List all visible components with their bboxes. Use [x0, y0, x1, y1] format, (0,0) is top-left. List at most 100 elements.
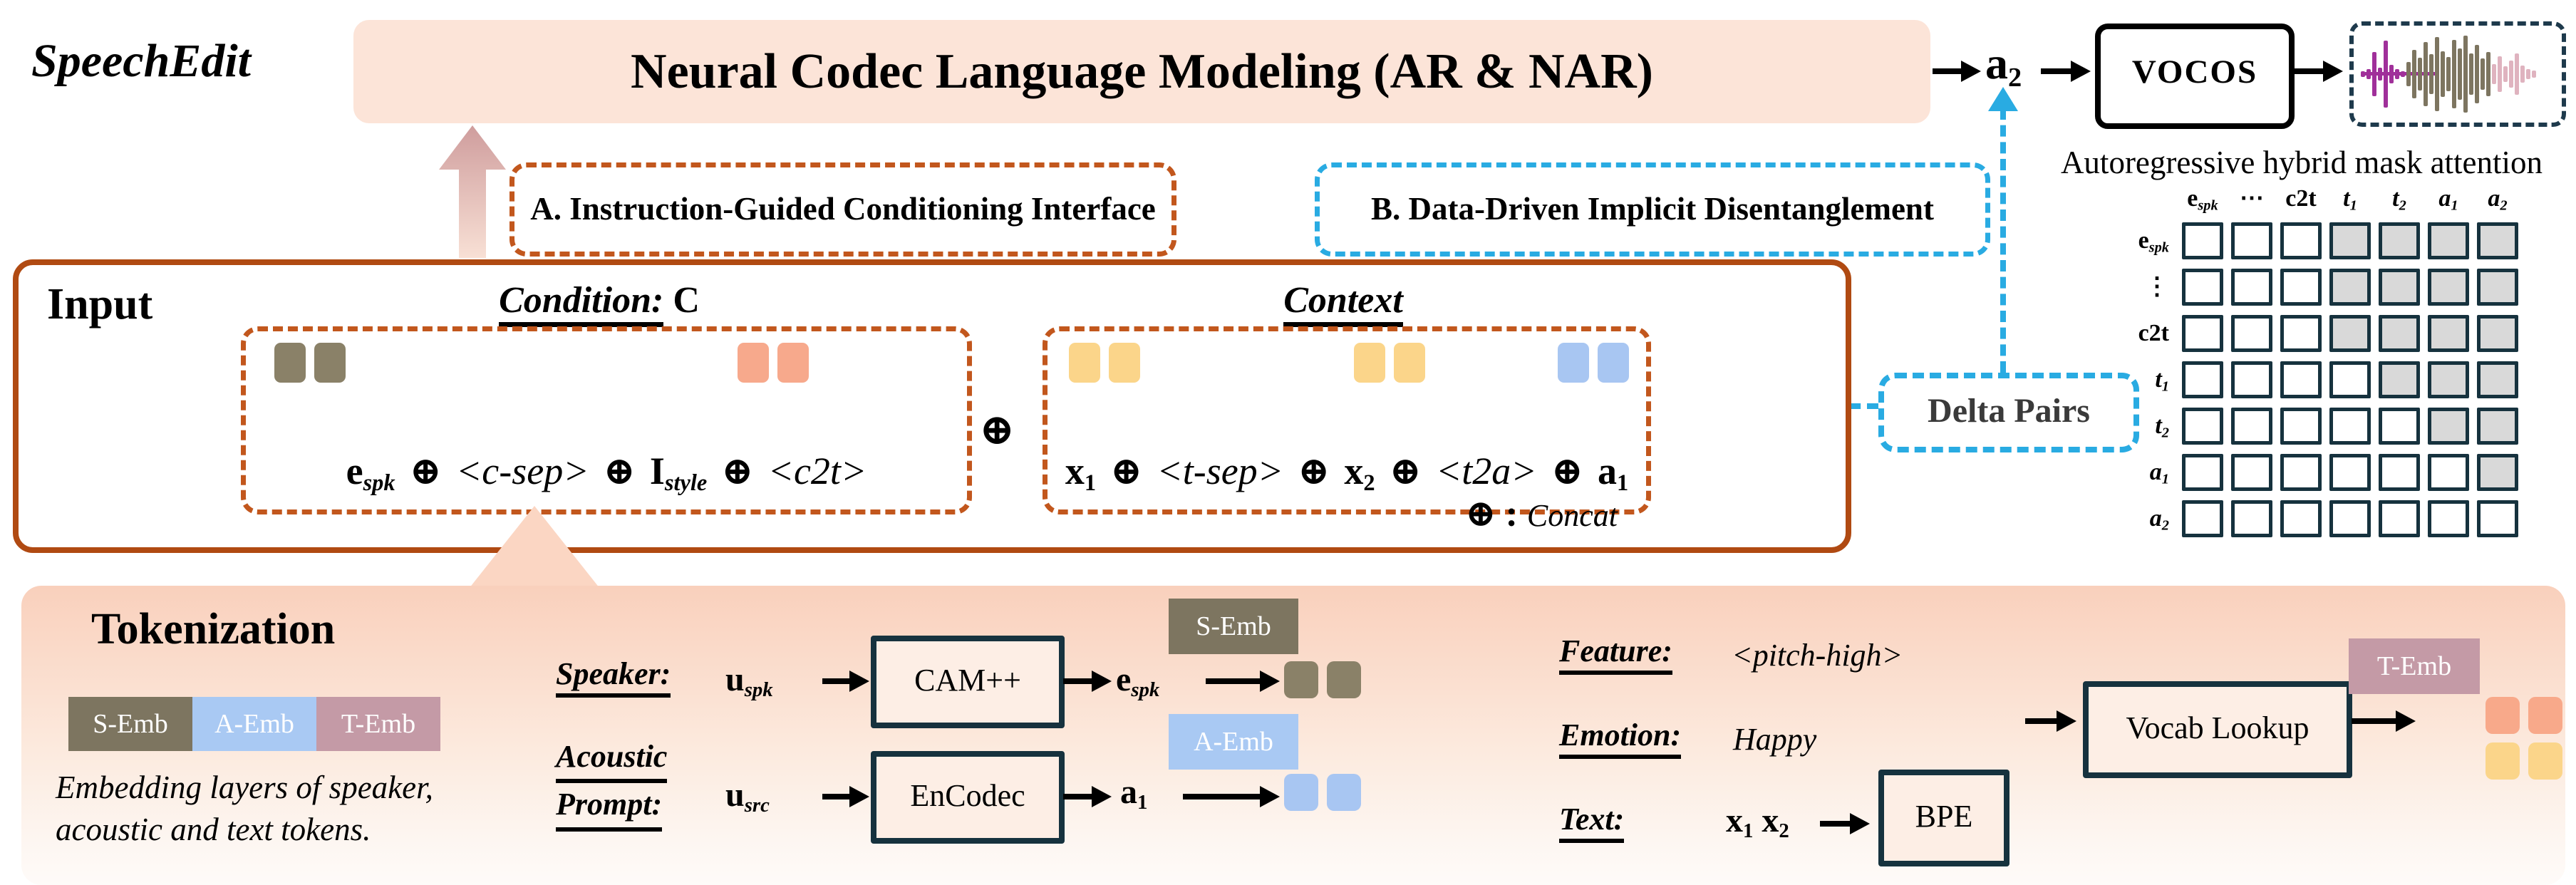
arrow-usrc-encodec	[822, 786, 869, 807]
vocos-box: VOCOS	[2095, 24, 2295, 129]
mask-cell	[2280, 269, 2322, 306]
mask-cell	[2329, 500, 2371, 537]
mask-cell-masked	[2477, 408, 2518, 445]
mask-cell	[2280, 361, 2322, 398]
mask-cell	[2379, 454, 2420, 491]
mask-cell	[2329, 408, 2371, 445]
context-dashed-box: x1 ⊕ <t-sep> ⊕ x2 ⊕ <t2a> ⊕ a1	[1043, 326, 1651, 514]
mask-cell	[2329, 361, 2371, 398]
mask-cell	[2280, 454, 2322, 491]
cyan-arrowhead-up	[1988, 87, 2018, 111]
mask-cell-masked	[2329, 222, 2371, 259]
mask-cell	[2280, 315, 2322, 352]
legend-t-emb: T-Emb	[316, 697, 440, 751]
mask-cell	[2182, 361, 2223, 398]
callout-a-label: A. Instruction-Guided Conditioning Inter…	[530, 191, 1156, 227]
mask-cell	[2231, 222, 2272, 259]
a1-var: a1	[1120, 773, 1148, 814]
e-spk-var: espk	[1116, 661, 1160, 702]
mask-cell	[2182, 269, 2223, 306]
s-emb-box: S-Emb	[1169, 599, 1298, 654]
context-formula: x1 ⊕ <t-sep> ⊕ x2 ⊕ <t2a> ⊕ a1	[1065, 447, 1629, 496]
mask-cell-masked	[2477, 222, 2518, 259]
mask-cell	[2280, 222, 2322, 259]
mask-cell	[2280, 500, 2322, 537]
arrow-espk-chips	[1206, 671, 1280, 692]
mask-cell-masked	[2329, 315, 2371, 352]
cyan-dashed-vertical	[2000, 108, 2006, 373]
legend-caption: Embedding layers of speaker, acoustic an…	[56, 770, 433, 848]
mask-cell-masked	[2379, 361, 2420, 398]
arrow-uspk-cam	[822, 671, 869, 692]
mask-cell	[2379, 500, 2420, 537]
legend-a-emb: A-Emb	[192, 697, 316, 751]
model-banner-label: Neural Codec Language Modeling (AR & NAR…	[631, 44, 1653, 99]
u-src-var: usrc	[725, 776, 770, 817]
mask-cell	[2231, 454, 2272, 491]
condition-heading: Condition: C	[232, 279, 966, 327]
model-banner: Neural Codec Language Modeling (AR & NAR…	[353, 20, 1930, 123]
concat-operator-middle: ⊕	[979, 405, 1015, 455]
mask-cell-masked	[2428, 269, 2469, 306]
t-emb-orange-chips	[2486, 697, 2562, 734]
embedding-legend: S-Emb A-Emb T-Emb	[68, 697, 440, 751]
input-panel: Input Condition: C espk ⊕ <c-sep> ⊕ Isty…	[13, 259, 1851, 553]
encodec-box: EnCodec	[871, 751, 1065, 844]
vocos-label: VOCOS	[2131, 53, 2258, 90]
text-label: Text:	[1559, 801, 1625, 843]
mask-cell	[2182, 222, 2223, 259]
feature-label: Feature:	[1559, 633, 1672, 675]
attention-caption: Autoregressive hybrid mask attention	[2060, 145, 2543, 180]
mask-cell	[2329, 454, 2371, 491]
input-to-model-arrow	[439, 125, 506, 258]
context-heading: Context	[1048, 279, 1638, 327]
tokenization-panel: Tokenization S-Emb A-Emb T-Emb Embedding…	[21, 586, 2565, 885]
output-waveform-box	[2349, 21, 2566, 127]
text-value: x1 x2	[1726, 802, 1789, 843]
mask-cell-masked	[2329, 269, 2371, 306]
callout-a-box: A. Instruction-Guided Conditioning Inter…	[509, 162, 1176, 257]
mask-cell	[2379, 408, 2420, 445]
mask-cell	[2231, 315, 2272, 352]
mask-cell	[2182, 408, 2223, 445]
a2-token: a2	[1985, 38, 2022, 93]
mask-cell	[2428, 454, 2469, 491]
tokenization-title: Tokenization	[91, 605, 336, 653]
mask-cell-masked	[2379, 315, 2420, 352]
bpe-box: BPE	[1878, 770, 2009, 866]
mask-cell-masked	[2428, 361, 2469, 398]
text1-token-chips	[1069, 343, 1140, 383]
mask-cell	[2231, 408, 2272, 445]
mask-cell-masked	[2428, 315, 2469, 352]
style-token-chips	[738, 343, 809, 383]
emotion-label: Emotion:	[1559, 717, 1682, 759]
callout-b-box: B. Data-Driven Implicit Disentanglement	[1315, 162, 1990, 257]
panel-connector-notch	[469, 506, 600, 589]
mask-cell	[2182, 500, 2223, 537]
arrow-banner-to-a2	[1933, 61, 1981, 82]
mask-cell-masked	[2477, 361, 2518, 398]
mask-cell-masked	[2379, 222, 2420, 259]
acoustic-prompt-label: Acoustic Prompt:	[556, 735, 668, 832]
figure-title: SpeechEdit	[31, 35, 251, 87]
arrow-a2-to-vocos	[2041, 61, 2091, 82]
mask-cell	[2231, 269, 2272, 306]
a-emb-chips	[1284, 774, 1361, 811]
arrow-vocos-to-waveform	[2290, 61, 2343, 82]
speaker-token-chips	[274, 343, 346, 383]
matrix-grid	[2182, 222, 2518, 537]
mask-cell-masked	[2428, 408, 2469, 445]
vocab-lookup-box: Vocab Lookup	[2083, 681, 2352, 778]
arrow-vocab-chips	[2352, 710, 2416, 732]
arrow-encodec-a1	[1063, 786, 1112, 807]
mask-cell	[2280, 408, 2322, 445]
mask-cell	[2477, 500, 2518, 537]
mask-cell-masked	[2379, 269, 2420, 306]
mask-cell	[2231, 500, 2272, 537]
mask-cell	[2182, 454, 2223, 491]
arrow-a1-chips	[1183, 786, 1280, 807]
mask-cell-masked	[2477, 315, 2518, 352]
condition-formula: espk ⊕ <c-sep> ⊕ Istyle ⊕ <c2t>	[346, 447, 867, 496]
